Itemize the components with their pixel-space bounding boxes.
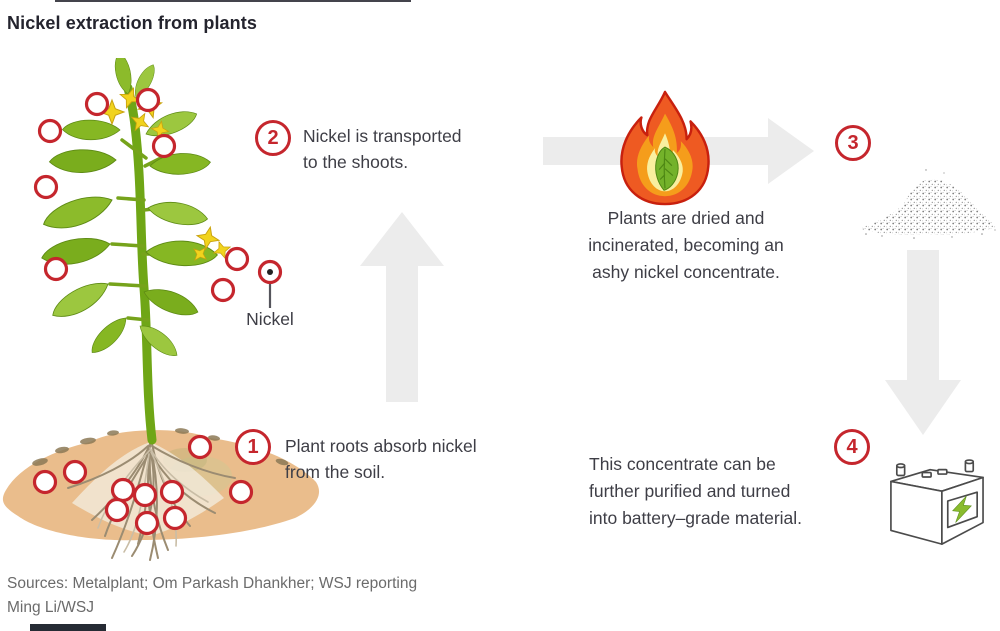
nickel-markers	[32, 87, 283, 536]
lightning-bolt-icon	[952, 495, 972, 523]
bottom-partial-bar	[30, 624, 106, 631]
step-2-text: Nickel is transported to the shoots.	[303, 126, 462, 172]
step-3-text: Plants are dried and incinerated, becomi…	[588, 208, 784, 282]
nickel-callout-label: Nickel	[246, 309, 294, 329]
top-partial-rule	[55, 0, 411, 2]
leaf-in-flame	[655, 146, 679, 191]
step-1-text: Plant roots absorb nickel from the soil.	[285, 436, 477, 482]
step-2-badge: 2	[255, 120, 291, 156]
sources-line: Sources: Metalplant; Om Parkash Dhankher…	[7, 575, 418, 592]
step-3-badge: 3	[835, 125, 871, 161]
up-arrow	[360, 212, 444, 402]
flowers	[99, 84, 234, 266]
ash-pile	[860, 169, 996, 239]
step-4-badge: 4	[834, 429, 870, 465]
step-4-text: This concentrate can be further purified…	[589, 454, 803, 528]
nickel-callout-pointer	[267, 269, 273, 308]
battery-icon	[890, 459, 984, 545]
down-arrow	[885, 250, 961, 435]
page-title: Nickel extraction from plants	[7, 13, 257, 33]
stem	[108, 83, 167, 445]
step-1-badge: 1	[235, 429, 271, 465]
flame-with-leaf-icon	[620, 90, 710, 206]
sources-credit: Sources: Metalplant; Om Parkash Dhankher…	[7, 572, 417, 620]
credit-line: Ming Li/WSJ	[7, 599, 94, 616]
